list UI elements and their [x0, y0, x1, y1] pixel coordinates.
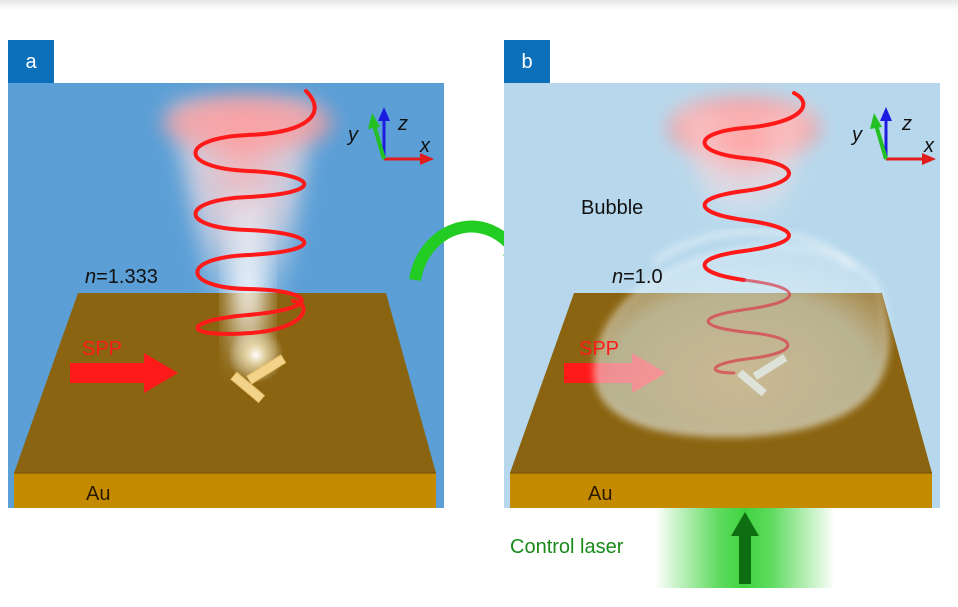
spp-arrow [70, 353, 178, 393]
panel-b-spp-label: SPP [579, 338, 620, 360]
control-laser-label: Control laser [510, 536, 624, 558]
bubble-label: Bubble [581, 197, 644, 219]
gold-film-side [510, 473, 932, 508]
linear-polarization-wave [702, 91, 806, 282]
panel-a-axis-y: y [348, 124, 358, 146]
panel-a-tag: a [8, 40, 54, 84]
panel-b [504, 83, 940, 508]
panel-a-axis-x: x [420, 135, 430, 157]
top-divider [0, 0, 958, 10]
panel-a-spp-label: SPP [82, 338, 123, 360]
bubble-dome [594, 244, 889, 437]
linear-polarization-wave-in-bubble [706, 278, 792, 375]
nanoantenna-pair [737, 354, 788, 397]
laser-up-arrow-icon [731, 512, 759, 584]
nanoantenna-pair [230, 354, 287, 404]
panel-b-axis-z: z [902, 113, 912, 135]
axes-triad [870, 107, 936, 165]
panel-a-axis-z: z [398, 113, 408, 135]
panel-b-illustration [504, 83, 940, 508]
panel-a-illustration [8, 83, 444, 508]
panel-b-tag: b [504, 40, 550, 84]
panel-b-axis-y: y [852, 124, 862, 146]
axes-triad [368, 107, 434, 165]
emission-cone-top [163, 95, 333, 151]
panel-a-refractive-index: n=1.333 [85, 266, 158, 288]
panel-b-refractive-index: n=1.0 [612, 266, 663, 288]
panel-b-axis-x: x [924, 135, 934, 157]
panel-a [8, 83, 444, 508]
gold-film-side [14, 473, 436, 508]
circular-polarization-helix [193, 89, 317, 336]
control-laser-beam [655, 508, 835, 588]
gold-film-top [14, 293, 436, 473]
panel-b-au-label: Au [588, 483, 613, 505]
panel-a-au-label: Au [86, 483, 111, 505]
